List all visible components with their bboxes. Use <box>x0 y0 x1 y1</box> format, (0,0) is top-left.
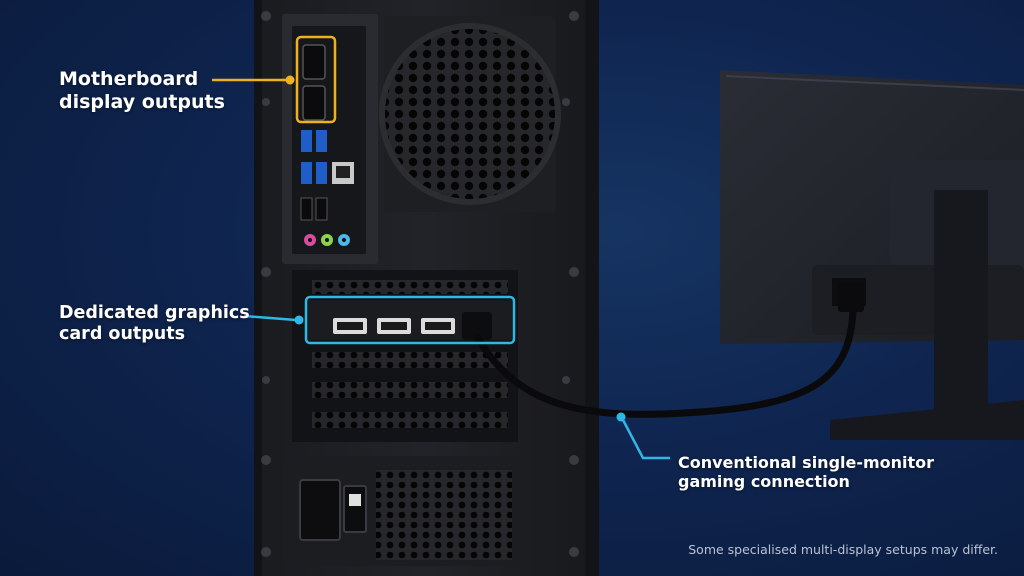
gpu-ports <box>333 318 455 334</box>
usb-ports <box>301 130 327 184</box>
cable-callout-line <box>616 412 670 460</box>
gpu-outputs-highlight <box>304 295 516 345</box>
case-screws <box>261 11 579 557</box>
gpu-label-line2: card outputs <box>59 324 186 344</box>
hdmi-cable <box>474 306 857 418</box>
motherboard-callout-line <box>212 75 295 85</box>
motherboard-outputs-label: Motherboard display outputs <box>59 68 225 114</box>
gpu-callout-line <box>243 314 304 325</box>
motherboard-outputs-highlight <box>295 35 337 124</box>
motherboard-io-panel <box>282 14 378 264</box>
motherboard-label-line2: display outputs <box>59 90 225 113</box>
cable-connection-label: Conventional single-monitor gaming conne… <box>678 453 934 491</box>
cable-label-line1: Conventional single-monitor <box>678 453 935 472</box>
monitor <box>720 70 1024 440</box>
gpu-outputs-label: Dedicated graphics card outputs <box>59 303 250 345</box>
expansion-slots <box>292 270 518 442</box>
fan-vent <box>379 16 561 212</box>
power-supply <box>282 456 522 566</box>
motherboard-label-line1: Motherboard <box>59 68 199 90</box>
footnote: Some specialised multi-display setups ma… <box>688 542 998 557</box>
cable-label-line2: gaming connection <box>678 472 850 492</box>
gpu-label-line1: Dedicated graphics <box>59 303 250 323</box>
